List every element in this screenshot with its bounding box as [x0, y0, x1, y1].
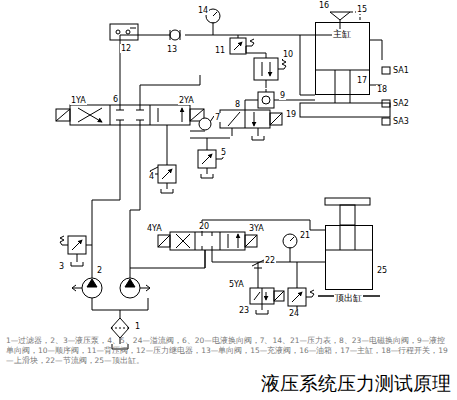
callout-number: 23	[238, 306, 250, 315]
callout-number: 15	[356, 5, 368, 14]
callout-number: 8	[234, 100, 241, 109]
callout-number: 6	[112, 95, 119, 104]
callout-number: 24	[288, 309, 300, 318]
callout-number: 3	[58, 262, 65, 271]
callout-number: 2YA	[178, 96, 195, 105]
callout-number: 11	[214, 46, 226, 55]
callout-number: 5	[220, 148, 227, 157]
callout-number: 7	[214, 113, 221, 122]
callout-number: 16	[318, 1, 330, 10]
callout-number: 25	[376, 266, 388, 275]
callout-number: 20	[198, 222, 210, 231]
callout-number: 5YA	[228, 280, 245, 289]
callout-number: SA3	[392, 117, 410, 126]
callout-number: 22	[264, 256, 276, 265]
callout-number: 19	[285, 110, 297, 119]
callout-number: 4	[148, 172, 155, 181]
callout-number: 12	[120, 44, 132, 53]
figure-caption: 1—过滤器，2、3—液压泵，4、5、24—溢流阀，6、20—电液换向阀，7、14…	[6, 336, 451, 366]
callout-number: 21	[299, 231, 311, 240]
cylinder-label: 顶出缸	[334, 293, 363, 303]
cylinder-label: 主缸	[332, 29, 352, 39]
callout-number: 1YA	[70, 96, 87, 105]
callout-number: 4YA	[146, 224, 163, 233]
callout-number: SA2	[392, 99, 410, 108]
callout-number: 10	[282, 50, 294, 59]
callout-number: 14	[197, 6, 209, 15]
cylinder-body: 顶出缸	[325, 225, 373, 290]
cylinder-body: 主缸	[315, 22, 370, 95]
figure-title: 液压系统压力测试原理	[261, 372, 451, 394]
callout-number: 3YA	[248, 224, 265, 233]
callout-number: 2	[96, 266, 103, 275]
callout-number: 9	[279, 91, 286, 100]
callout-number: 17	[356, 76, 368, 85]
callout-number: 13	[166, 45, 178, 54]
callout-number: 1	[134, 322, 141, 331]
callout-number: SA1	[392, 66, 410, 75]
callout-number: 18	[376, 85, 388, 94]
pressure-gauge	[199, 118, 211, 130]
